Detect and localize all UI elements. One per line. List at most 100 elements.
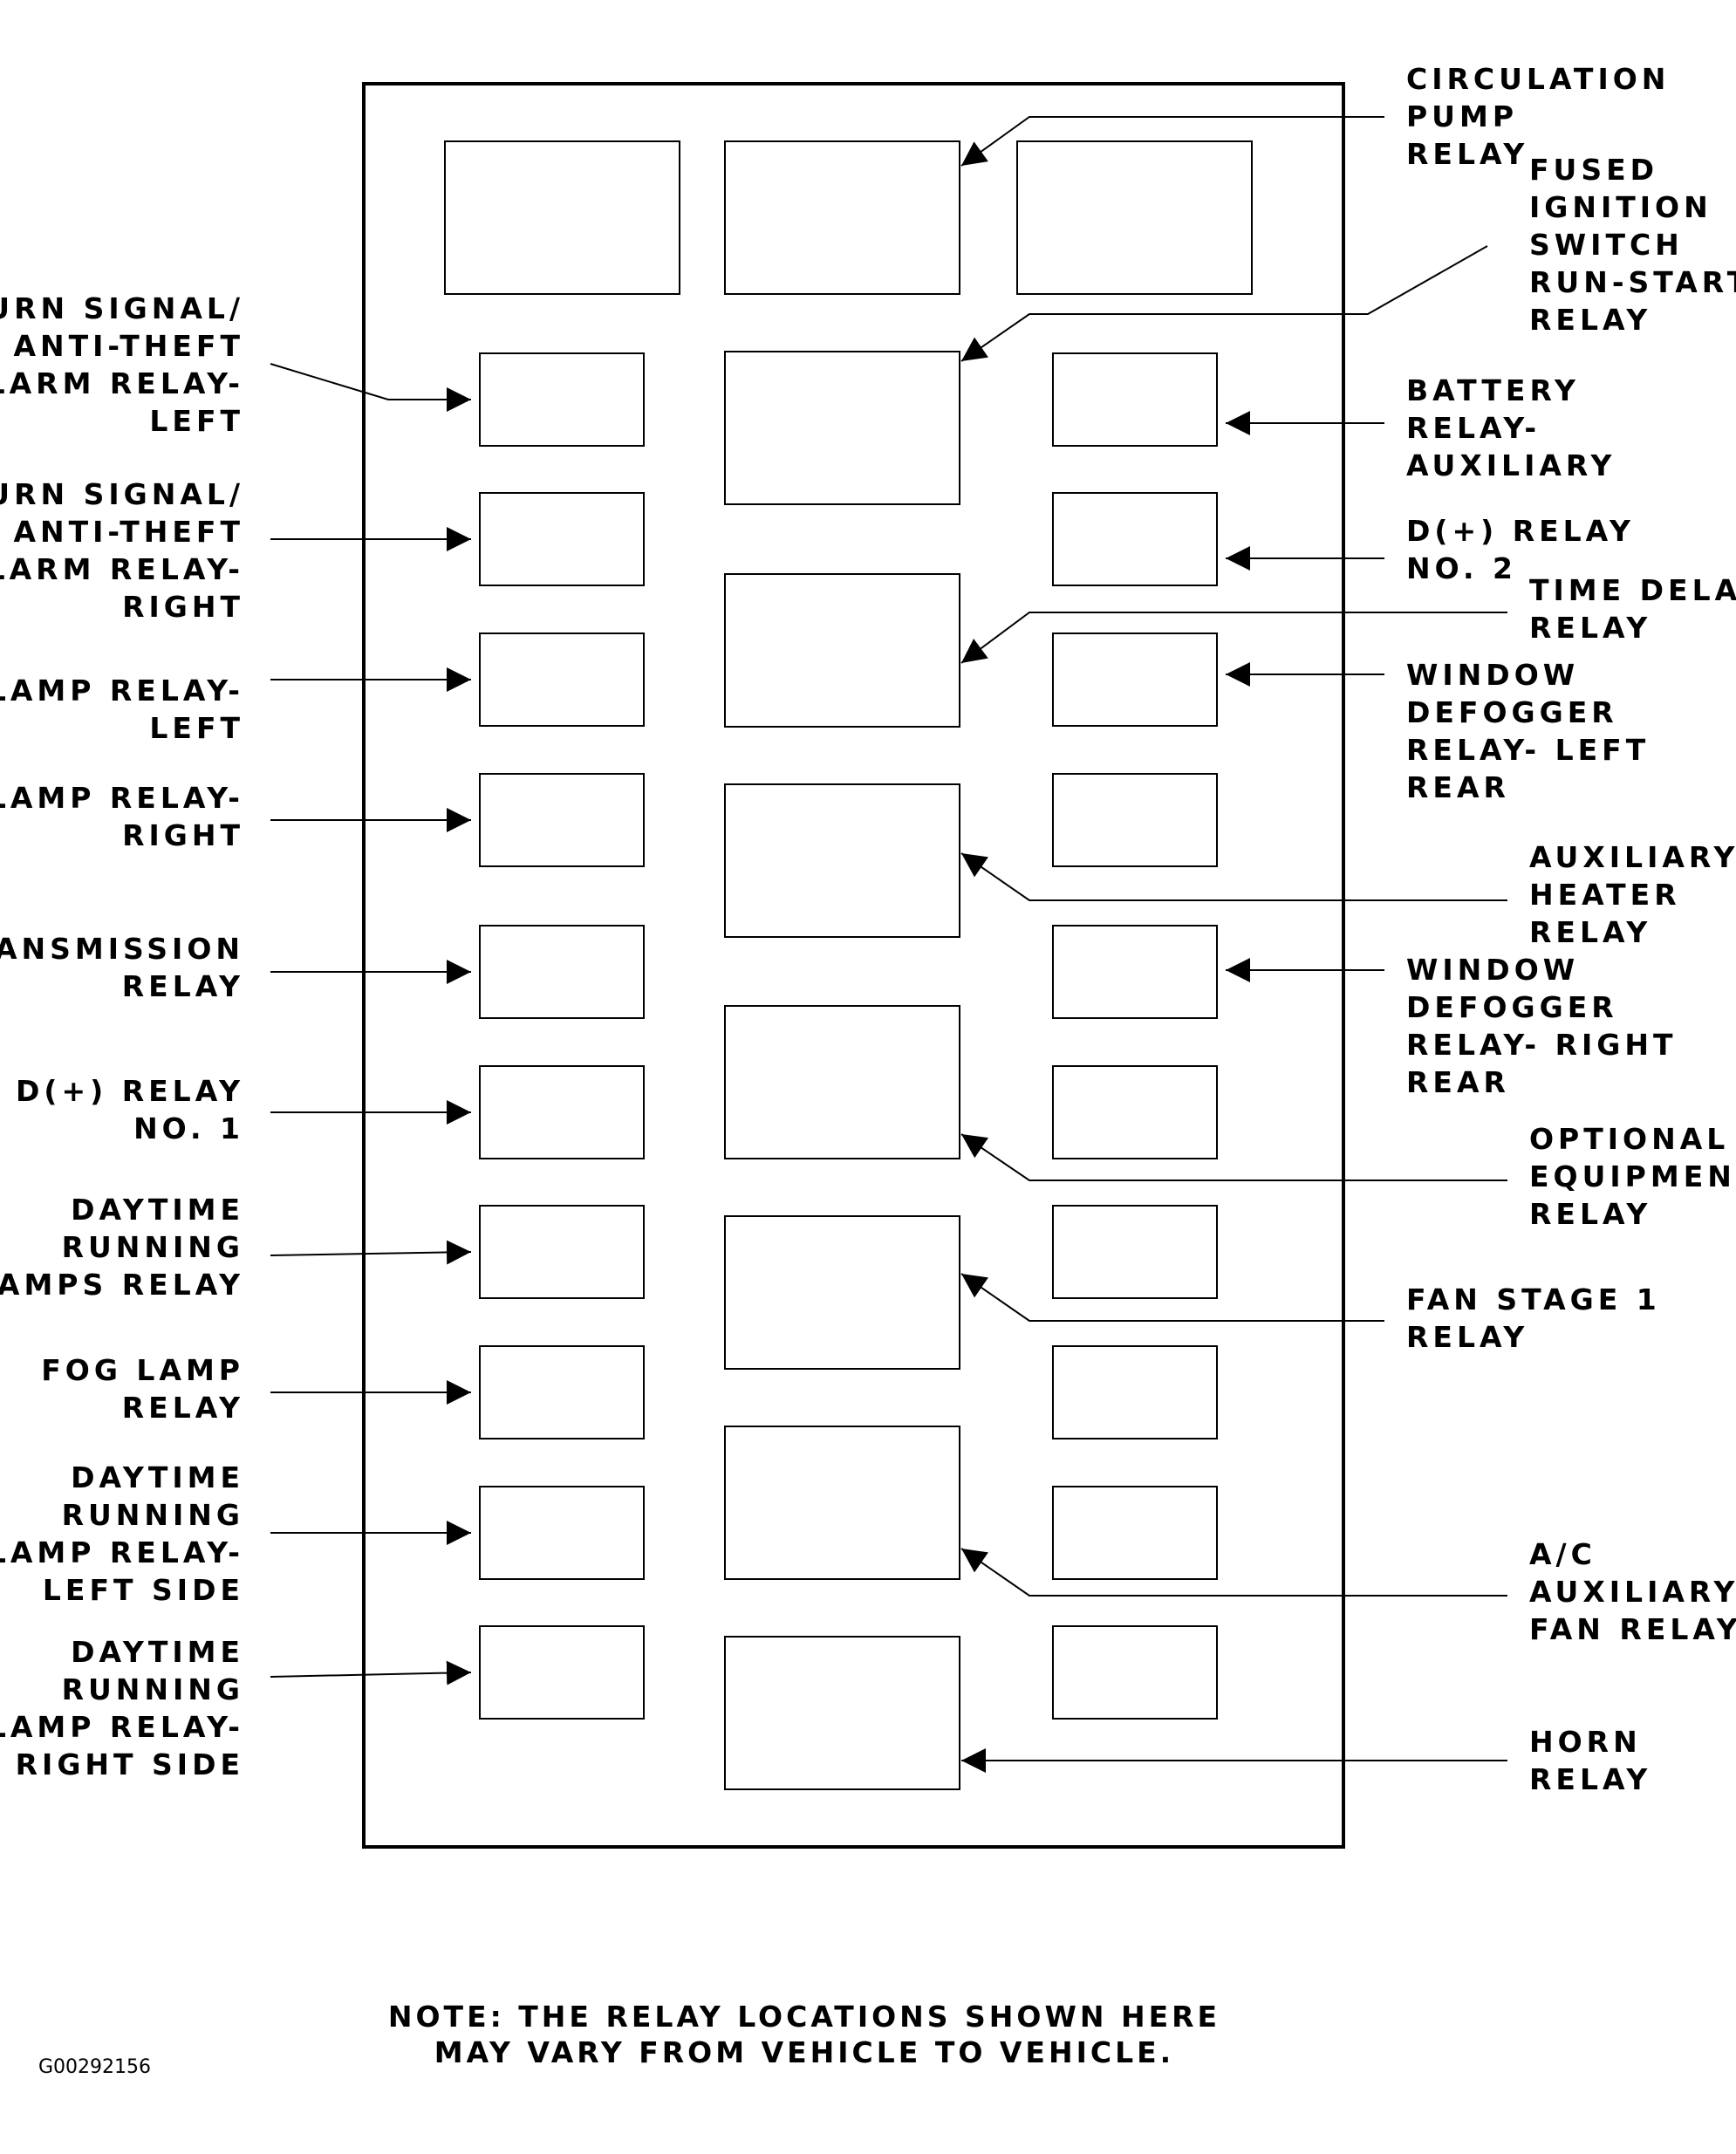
relay-left-9 <box>479 1486 645 1580</box>
figure-id: G00292156 <box>38 2056 151 2078</box>
label-time-delay-relay: TIME DELAY RELAY <box>1529 573 1736 645</box>
left-label-group: TURN SIGNAL/ANTI-THEFTALARM RELAY-LEFTTU… <box>0 291 244 1781</box>
leader-daytime-running-lamps-relay <box>270 1240 472 1265</box>
label-line: TIME DELAY <box>1529 573 1736 607</box>
label-line: RELAY <box>1529 303 1651 337</box>
label-line: FOG LAMP <box>41 1353 244 1387</box>
label-line: LAMP RELAY- <box>0 781 244 815</box>
label-turn-signal-left: TURN SIGNAL/ANTI-THEFTALARM RELAY-LEFT <box>0 291 244 438</box>
label-line: TURN SIGNAL/ <box>0 291 244 325</box>
label-lamp-relay-left: LAMP RELAY-LEFT <box>0 674 244 745</box>
label-line: RELAY- <box>1406 411 1541 445</box>
leader-circulation-pump-relay <box>960 116 1384 167</box>
relay-right-8 <box>1052 1345 1218 1439</box>
leader-fused-ignition-switch-relay <box>960 245 1488 362</box>
label-line: RELAY <box>1529 611 1651 645</box>
relay-right-10 <box>1052 1625 1218 1720</box>
leader-time-delay-relay <box>960 612 1507 664</box>
label-line: DEFOGGER <box>1406 695 1618 729</box>
label-line: RELAY <box>1529 1197 1651 1231</box>
label-line: HEATER <box>1529 878 1681 912</box>
label-line: RIGHT <box>122 590 244 624</box>
label-line: LEFT <box>149 404 244 438</box>
label-line: PUMP <box>1406 99 1518 133</box>
label-line: LAMPS RELAY <box>0 1268 244 1302</box>
relay-center-2 <box>724 573 960 728</box>
label-line: HORN <box>1529 1725 1642 1759</box>
label-line: DEFOGGER <box>1406 990 1618 1024</box>
label-line: OPTIONAL <box>1529 1122 1729 1156</box>
label-line: RUNNING <box>62 1498 244 1532</box>
relay-right-3 <box>1052 633 1218 727</box>
relay-center-5 <box>724 1215 960 1370</box>
label-line: WINDOW <box>1406 953 1579 987</box>
relay-right-1 <box>1052 352 1218 447</box>
label-line: LEFT SIDE <box>43 1573 244 1607</box>
relay-right-7 <box>1052 1205 1218 1299</box>
label-line: DAYTIME <box>71 1635 244 1669</box>
label-line: LEFT <box>149 711 244 745</box>
label-line: ANTI-THEFT <box>13 329 244 363</box>
label-line: AUXILIARY <box>1529 1575 1736 1609</box>
label-line: RIGHT SIDE <box>16 1747 244 1781</box>
label-line: LAMP RELAY- <box>0 1535 244 1569</box>
label-line: ANTI-THEFT <box>13 515 244 549</box>
label-line: D(+) RELAY <box>16 1074 244 1108</box>
label-line: DAYTIME <box>71 1193 244 1227</box>
label-line: WINDOW <box>1406 658 1579 692</box>
relay-right-4 <box>1052 773 1218 867</box>
label-line: AUXILIARY <box>1406 448 1616 482</box>
label-line: EQUIPMENT <box>1529 1159 1736 1193</box>
label-line: NO. 2 <box>1406 551 1517 585</box>
label-lamp-relay-right: LAMP RELAY-RIGHT <box>0 781 244 852</box>
label-line: RUN-START <box>1529 265 1736 299</box>
note-line-2: MAY VARY FROM VEHICLE TO VEHICLE. <box>434 2035 1174 2069</box>
label-line: DAYTIME <box>71 1460 244 1494</box>
label-line: RELAY- LEFT <box>1406 733 1650 767</box>
label-line: FAN RELAY <box>1529 1612 1736 1646</box>
label-line: RELAY <box>1406 137 1528 171</box>
relay-right-6 <box>1052 1065 1218 1159</box>
label-line: NO. 1 <box>133 1111 244 1145</box>
label-line: REAR <box>1406 1065 1510 1099</box>
relay-top-left <box>444 140 680 295</box>
relay-left-2 <box>479 492 645 586</box>
relay-left-8 <box>479 1345 645 1439</box>
relay-left-4 <box>479 773 645 867</box>
label-line: D(+) RELAY <box>1406 514 1635 548</box>
label-line: RIGHT <box>122 818 244 852</box>
leader-ac-auxiliary-fan-relay <box>960 1548 1507 1597</box>
label-optional-equipment-relay: OPTIONALEQUIPMENT RELAY <box>1529 1122 1736 1231</box>
relay-center-7 <box>724 1636 960 1790</box>
relay-panel-outline <box>362 82 1345 1849</box>
label-line: RELAY <box>1529 915 1651 949</box>
label-line: SWITCH <box>1529 228 1684 262</box>
label-line: ALARM RELAY- <box>0 552 244 586</box>
relay-right-2 <box>1052 492 1218 586</box>
relay-left-7 <box>479 1205 645 1299</box>
label-transmission-relay: TRANSMISSIONRELAY <box>0 932 244 1003</box>
label-line: FAN STAGE 1 <box>1406 1282 1661 1316</box>
label-line: TRANSMISSION <box>0 932 244 966</box>
relay-left-10 <box>479 1625 645 1720</box>
label-line: TURN SIGNAL/ <box>0 477 244 511</box>
relay-left-1 <box>479 352 645 447</box>
relay-center-1 <box>724 351 960 505</box>
label-line: LAMP RELAY- <box>0 1710 244 1744</box>
relay-top-right <box>1016 140 1253 295</box>
note-line-1: NOTE: THE RELAY LOCATIONS SHOWN HERE <box>388 2000 1220 2034</box>
label-line: RUNNING <box>62 1672 244 1706</box>
